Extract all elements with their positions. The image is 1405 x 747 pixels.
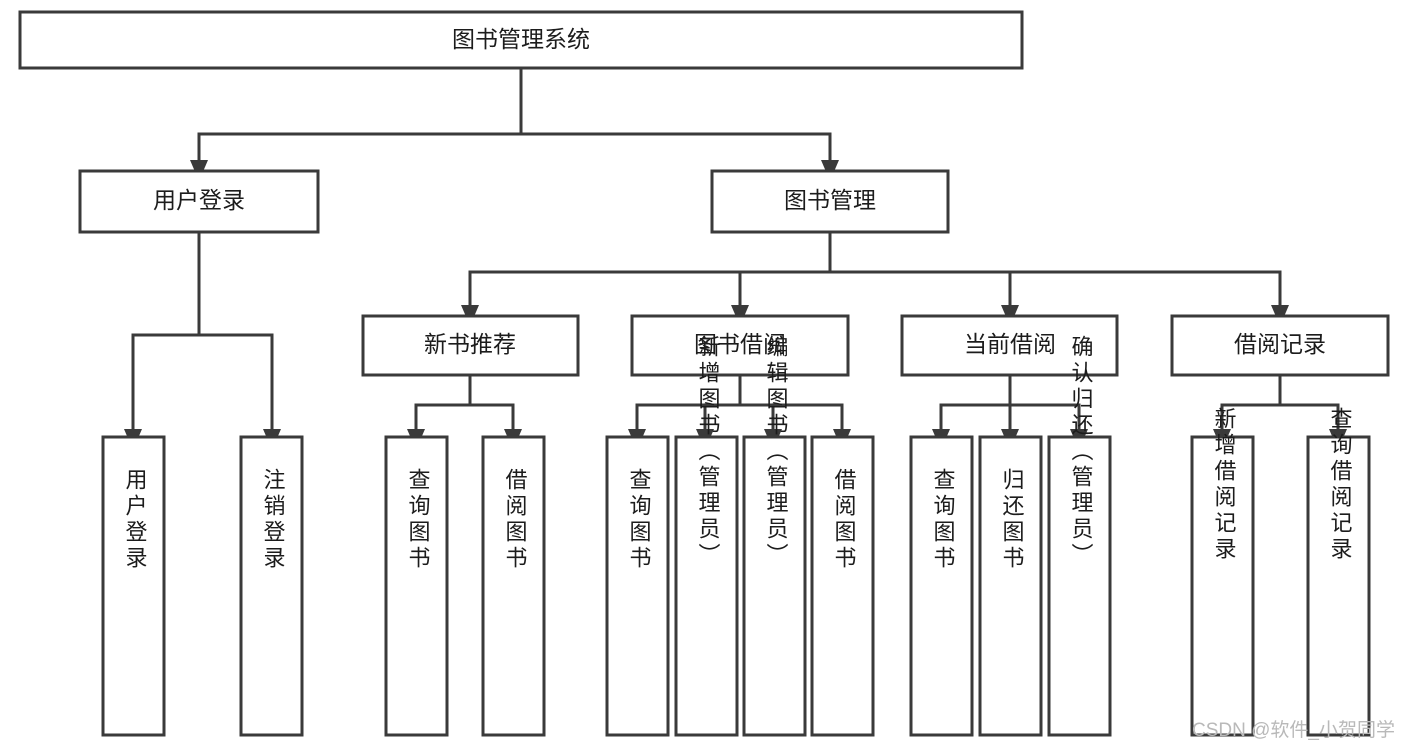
node-book-manage[interactable]: 图书管理 — [710, 169, 950, 234]
node-leaf-query-record[interactable]: 查询借阅记录 — [1306, 407, 1371, 737]
csdn-watermark: CSDN @软件_小贺同学 — [1192, 719, 1395, 741]
node-leaf-query-book-1[interactable]: 查询图书 — [384, 435, 449, 737]
leaf-query-book-2-box[interactable] — [605, 435, 670, 737]
leaf-query-book-3-box[interactable] — [909, 435, 974, 737]
node-leaf-borrow-book-1[interactable]: 借阅图书 — [481, 435, 546, 737]
connector-userlogin-to-bus — [131, 230, 274, 431]
leaf-add-record-label: 新增借阅记录 — [1212, 407, 1237, 563]
node-user-login[interactable]: 用户登录 — [78, 169, 320, 234]
leaf-user-logout-label: 注销登录 — [261, 468, 286, 572]
book-manage-label: 图书管理 — [784, 187, 876, 213]
leaf-edit-book-label: 编辑图书（管理员） — [764, 335, 789, 569]
node-current-borrow[interactable]: 当前借阅 — [900, 314, 1119, 377]
node-leaf-confirm-return[interactable]: 确认归还（管理员） — [1047, 335, 1112, 737]
current-borrow-label: 当前借阅 — [964, 331, 1056, 357]
user-login-label: 用户登录 — [153, 187, 245, 213]
connector-borrowrecord-to-leaves — [1220, 373, 1340, 431]
node-leaf-borrow-book-2[interactable]: 借阅图书 — [810, 435, 875, 737]
node-leaf-query-book-2[interactable]: 查询图书 — [605, 435, 670, 737]
leaf-edit-book-box[interactable] — [742, 435, 807, 737]
new-book-rec-label: 新书推荐 — [424, 331, 516, 357]
book-borrow-box[interactable] — [630, 314, 850, 377]
connector-newbook-to-leaves — [414, 373, 515, 431]
node-borrow-record[interactable]: 借阅记录 — [1170, 314, 1390, 377]
leaf-query-book-2-label: 查询图书 — [627, 468, 652, 572]
leaf-return-book-box[interactable] — [978, 435, 1043, 737]
leaf-add-record-box[interactable] — [1190, 435, 1255, 737]
node-leaf-return-book[interactable]: 归还图书 — [978, 435, 1043, 737]
leaf-query-record-box[interactable] — [1306, 435, 1371, 737]
leaf-query-book-3-label: 查询图书 — [931, 468, 956, 572]
leaf-borrow-book-1-label: 借阅图书 — [503, 468, 528, 572]
user-login-box[interactable] — [78, 169, 320, 234]
leaf-user-login-label: 用户登录 — [123, 468, 148, 572]
node-leaf-edit-book[interactable]: 编辑图书（管理员） — [742, 335, 807, 737]
leaf-query-book-1-box[interactable] — [384, 435, 449, 737]
node-leaf-query-book-3[interactable]: 查询图书 — [909, 435, 974, 737]
leaf-confirm-return-label: 确认归还（管理员） — [1069, 335, 1094, 569]
connector-currentborrow-to-leaves — [939, 373, 1081, 431]
connector-bookborrow-to-leaves — [635, 373, 844, 431]
node-new-book-rec[interactable]: 新书推荐 — [361, 314, 580, 377]
leaf-return-book-label: 归还图书 — [1000, 468, 1025, 572]
connector-root-to-bus — [197, 66, 832, 162]
book-borrow-label: 图书借阅 — [694, 331, 786, 357]
leaf-add-book-label: 新增图书（管理员） — [696, 335, 721, 569]
leaf-borrow-book-1-box[interactable] — [481, 435, 546, 737]
borrow-record-label: 借阅记录 — [1234, 331, 1326, 357]
current-borrow-box[interactable] — [900, 314, 1119, 377]
root-box[interactable] — [18, 10, 1024, 70]
leaf-borrow-book-2-box[interactable] — [810, 435, 875, 737]
new-book-rec-box[interactable] — [361, 314, 580, 377]
leaf-user-login-box[interactable] — [101, 435, 166, 737]
leaf-confirm-return-box[interactable] — [1047, 435, 1112, 737]
leaf-user-logout-box[interactable] — [239, 435, 304, 737]
node-leaf-user-logout[interactable]: 注销登录 — [239, 435, 304, 737]
connectors-layer — [124, 66, 1347, 450]
node-root[interactable]: 图书管理系统 — [18, 10, 1024, 70]
root-label: 图书管理系统 — [452, 26, 590, 52]
leaf-borrow-book-2-label: 借阅图书 — [832, 468, 857, 572]
book-manage-box[interactable] — [710, 169, 950, 234]
leaf-query-record-label: 查询借阅记录 — [1328, 407, 1353, 563]
leaf-add-book-box[interactable] — [674, 435, 739, 737]
node-leaf-user-login[interactable]: 用户登录 — [101, 435, 166, 737]
borrow-record-box[interactable] — [1170, 314, 1390, 377]
node-leaf-add-book[interactable]: 新增图书（管理员） — [674, 335, 739, 737]
node-leaf-add-record[interactable]: 新增借阅记录 — [1190, 407, 1255, 737]
connector-bookmanage-to-bus — [468, 230, 1282, 307]
node-book-borrow[interactable]: 图书借阅 — [630, 314, 850, 377]
leaf-query-book-1-label: 查询图书 — [406, 468, 431, 572]
